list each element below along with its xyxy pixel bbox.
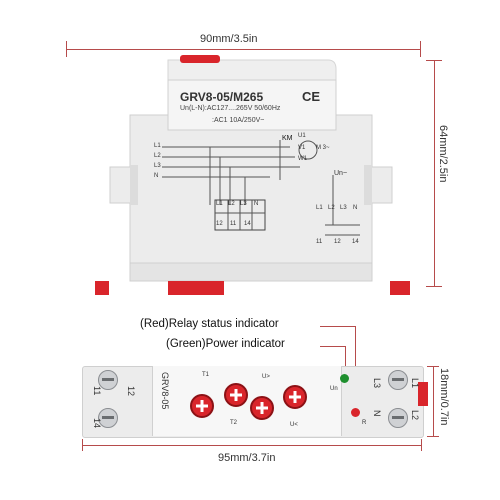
right-term-l2: L2 xyxy=(410,410,420,421)
dial-t2[interactable] xyxy=(224,383,248,407)
top-height-dimension-tick-top xyxy=(426,60,442,61)
motor-symbol: M 3~ xyxy=(316,145,330,151)
motor-term-u1: U1 xyxy=(298,133,306,139)
left-term-14: 14 xyxy=(92,418,102,429)
top-spec-contact: :AC1 10A/250V~ xyxy=(212,117,265,124)
right-term-12: 12 xyxy=(334,239,341,245)
inner-term-n: N xyxy=(254,201,259,207)
left-term-11: 11 xyxy=(92,386,102,396)
phase-label-l2: L2 xyxy=(154,153,161,159)
front-width-dimension-line xyxy=(82,445,422,446)
motor-term-w1: W1 xyxy=(298,156,307,162)
top-height-dimension-line xyxy=(434,60,435,286)
inner-term-l2: L2 xyxy=(228,201,235,207)
right-screw-bottom xyxy=(388,408,408,428)
dial-u-over[interactable] xyxy=(250,396,274,420)
front-height-dimension-line xyxy=(433,366,434,436)
top-device-body xyxy=(95,55,410,295)
inner-term-l1: L1 xyxy=(216,201,223,207)
dial-u-under[interactable] xyxy=(283,385,307,409)
left-term-12: 12 xyxy=(126,386,136,397)
top-height-dimension-tick-bottom xyxy=(426,286,442,287)
right-screw-top xyxy=(388,370,408,390)
right-term-l1: L1 xyxy=(410,378,420,389)
right-term-n: N xyxy=(372,410,382,417)
right-term-l2: L2 xyxy=(328,205,335,211)
power-pointer-v xyxy=(345,346,346,374)
front-model-label: GRV8-05 xyxy=(160,372,170,410)
inner-term-12: 12 xyxy=(216,221,223,227)
inner-term-11: 11 xyxy=(230,221,237,227)
front-width-label: 95mm/3.7in xyxy=(218,452,276,464)
ce-mark: CE xyxy=(302,89,321,104)
relay-indicator-label: (Red)Relay status indicator xyxy=(140,318,279,330)
front-width-tick-left xyxy=(82,439,83,451)
right-term-l3: L3 xyxy=(340,205,347,211)
front-height-tick-top xyxy=(427,366,439,367)
relay-pointer-h xyxy=(320,326,355,327)
un-label: Un~ xyxy=(334,170,348,177)
power-led xyxy=(340,374,349,383)
right-term-l3: L3 xyxy=(372,378,382,389)
dial-label-t1: T1 xyxy=(202,372,210,378)
km-label: KM xyxy=(282,135,293,142)
inner-term-l3: L3 xyxy=(240,201,247,207)
top-width-dimension-line xyxy=(66,49,420,50)
phase-label-l3: L3 xyxy=(154,163,161,169)
top-spec-un: Un(L-N):AC127....265V 50/60Hz xyxy=(180,105,281,112)
power-pointer-h xyxy=(320,346,345,347)
right-term-11: 11 xyxy=(316,239,323,245)
dial-label-u-over: U> xyxy=(262,374,270,380)
led-label-r: R xyxy=(362,420,367,426)
front-width-tick-right xyxy=(421,439,422,451)
front-din-clip-right xyxy=(418,382,428,406)
dial-label-t2: T2 xyxy=(230,420,238,426)
top-height-label: 64mm/2.5in xyxy=(437,125,449,183)
top-model-label: GRV8-05/M265 xyxy=(180,90,264,104)
power-indicator-label: (Green)Power indicator xyxy=(166,338,285,350)
front-height-tick-bottom xyxy=(427,436,439,437)
front-label-panel xyxy=(152,366,342,436)
led-label-un: Un xyxy=(330,386,338,392)
phase-label-n: N xyxy=(154,173,159,179)
phase-label-l1: L1 xyxy=(154,143,161,149)
left-screw-top xyxy=(98,370,118,390)
top-width-dimension-tick-right xyxy=(420,41,421,57)
top-width-label: 90mm/3.5in xyxy=(200,33,258,45)
dial-t1[interactable] xyxy=(190,394,214,418)
dial-label-u-under: U< xyxy=(290,422,298,428)
right-term-l1: L1 xyxy=(316,205,323,211)
relay-led xyxy=(351,408,360,417)
motor-term-v1: V1 xyxy=(298,145,306,151)
inner-term-14: 14 xyxy=(244,221,251,227)
left-screw-bottom xyxy=(98,408,118,428)
right-term-n: N xyxy=(353,205,358,211)
front-height-label: 18mm/0.7in xyxy=(438,368,450,426)
right-term-14: 14 xyxy=(352,239,359,245)
top-width-dimension-tick-left xyxy=(66,41,67,57)
